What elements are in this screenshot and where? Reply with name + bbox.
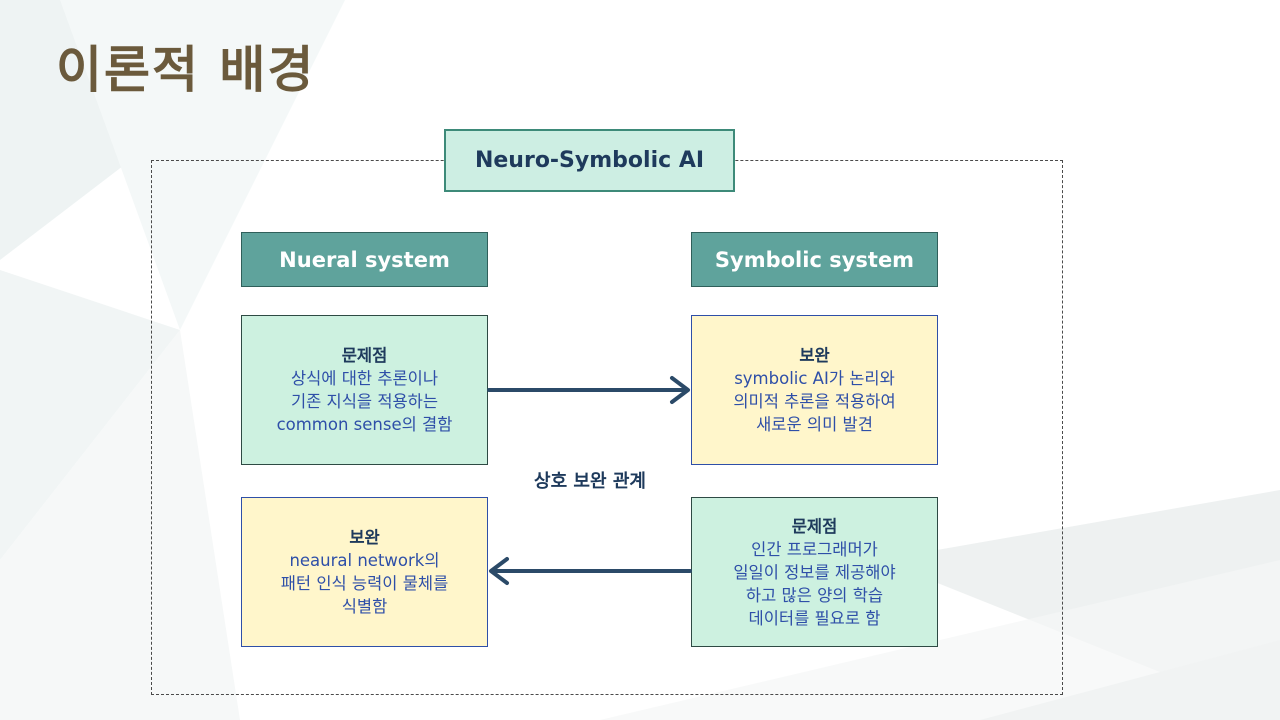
- symbolic-complement-line: 새로운 의미 발견: [756, 415, 873, 434]
- symbolic-problem-line: 일일이 정보를 제공해야: [733, 562, 896, 582]
- neural-problem-line: 상식에 대한 추론이나: [290, 369, 439, 388]
- symbolic-problem-line: 하고 많은 양의 학습: [745, 585, 884, 605]
- neural-complement-line: neaural network의: [289, 551, 440, 570]
- arrow-left: [489, 557, 692, 585]
- neural-problem-line: 기존 지식을 적용하는: [290, 392, 439, 411]
- neural-problem-line: common sense의 결함: [276, 415, 453, 434]
- symbolic-problem-line: 인간 프로그래머가: [751, 539, 878, 559]
- symbolic-problem-heading: 문제점: [791, 516, 838, 536]
- neural-complement-line: 패턴 인식 능력이 물체를: [280, 574, 449, 593]
- slide-title: 이론적 배경: [56, 41, 316, 99]
- neural-complement-heading: 보완: [349, 528, 380, 547]
- symbolic-problem-box: 문제점 인간 프로그래머가 일일이 정보를 제공해야 하고 많은 양의 학습 데…: [691, 497, 938, 647]
- neural-complement-line: 식별함: [341, 597, 388, 616]
- symbolic-complement-line: symbolic AI가 논리와: [734, 369, 895, 388]
- neural-complement-box: 보완 neaural network의 패턴 인식 능력이 물체를 식별함: [241, 497, 488, 647]
- neuro-symbolic-title-box: Neuro-Symbolic AI: [444, 129, 735, 192]
- arrow-right: [487, 376, 690, 404]
- neural-problem-heading: 문제점: [341, 346, 388, 365]
- symbolic-complement-line: 의미적 추론을 적용하여: [733, 392, 896, 411]
- symbolic-complement-heading: 보완: [799, 346, 830, 365]
- neural-system-header: Nueral system: [241, 232, 488, 287]
- symbolic-problem-line: 데이터를 필요로 함: [748, 608, 881, 628]
- relation-label: 상호 보완 관계: [534, 471, 646, 492]
- symbolic-complement-box: 보완 symbolic AI가 논리와 의미적 추론을 적용하여 새로운 의미 …: [691, 315, 938, 465]
- symbolic-system-header: Symbolic system: [691, 232, 938, 287]
